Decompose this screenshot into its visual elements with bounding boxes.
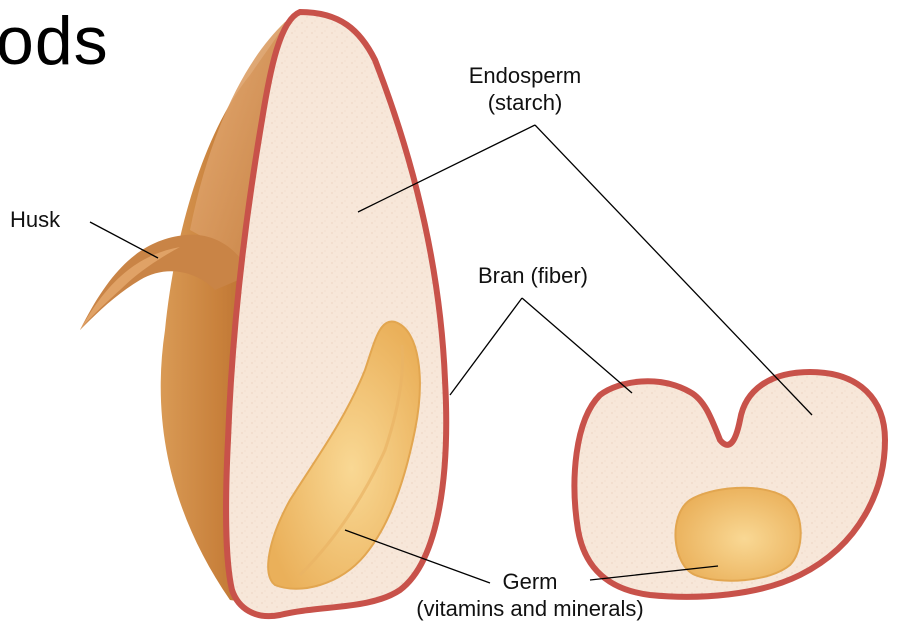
germ-cross-section [675, 488, 800, 581]
label-endosperm-name: Endosperm [440, 62, 610, 89]
label-endosperm-detail: (starch) [440, 89, 610, 116]
leader-bran-cross [522, 298, 632, 393]
leader-husk [90, 222, 158, 258]
label-germ-name: Germ [380, 568, 680, 595]
label-bran: Bran (fiber) [448, 262, 618, 289]
label-husk: Husk [10, 206, 60, 233]
label-endosperm: Endosperm (starch) [440, 62, 610, 116]
label-germ-detail: (vitamins and minerals) [380, 595, 680, 622]
leader-bran-long [450, 298, 522, 395]
label-germ: Germ (vitamins and minerals) [380, 568, 680, 622]
